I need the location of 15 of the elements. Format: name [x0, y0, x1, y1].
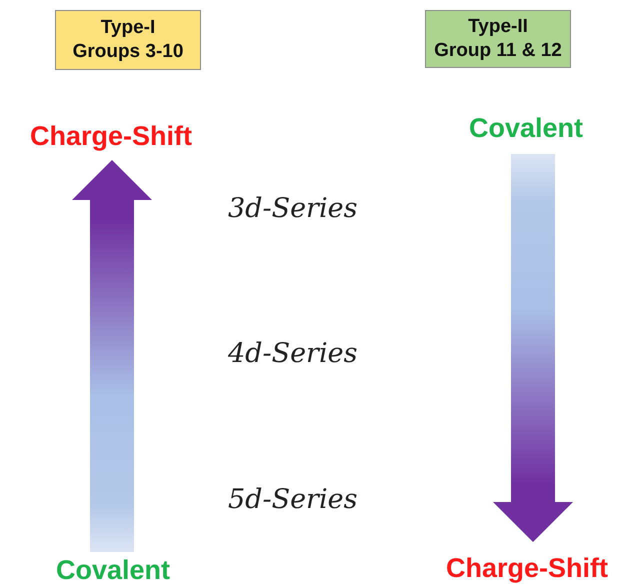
group-box — [425, 10, 571, 68]
arrow — [493, 154, 573, 542]
bond-type-label: Covalent — [448, 112, 604, 146]
bond-type-label: Charge-Shift — [8, 120, 214, 154]
group-text: Type-II — [468, 15, 528, 39]
series-label: 5d-Series — [228, 484, 358, 515]
series-label: 3d-Series — [228, 193, 358, 224]
group-box — [55, 10, 201, 70]
group-text: Type-I — [100, 16, 156, 40]
bond-type-label: Charge-Shift — [424, 552, 630, 586]
group-text: Group 11 & 12 — [434, 39, 562, 63]
bond-type-label: Covalent — [30, 554, 196, 588]
series-label: 4d-Series — [228, 338, 358, 369]
group-text: Groups 3-10 — [72, 40, 184, 64]
arrow — [72, 160, 152, 552]
